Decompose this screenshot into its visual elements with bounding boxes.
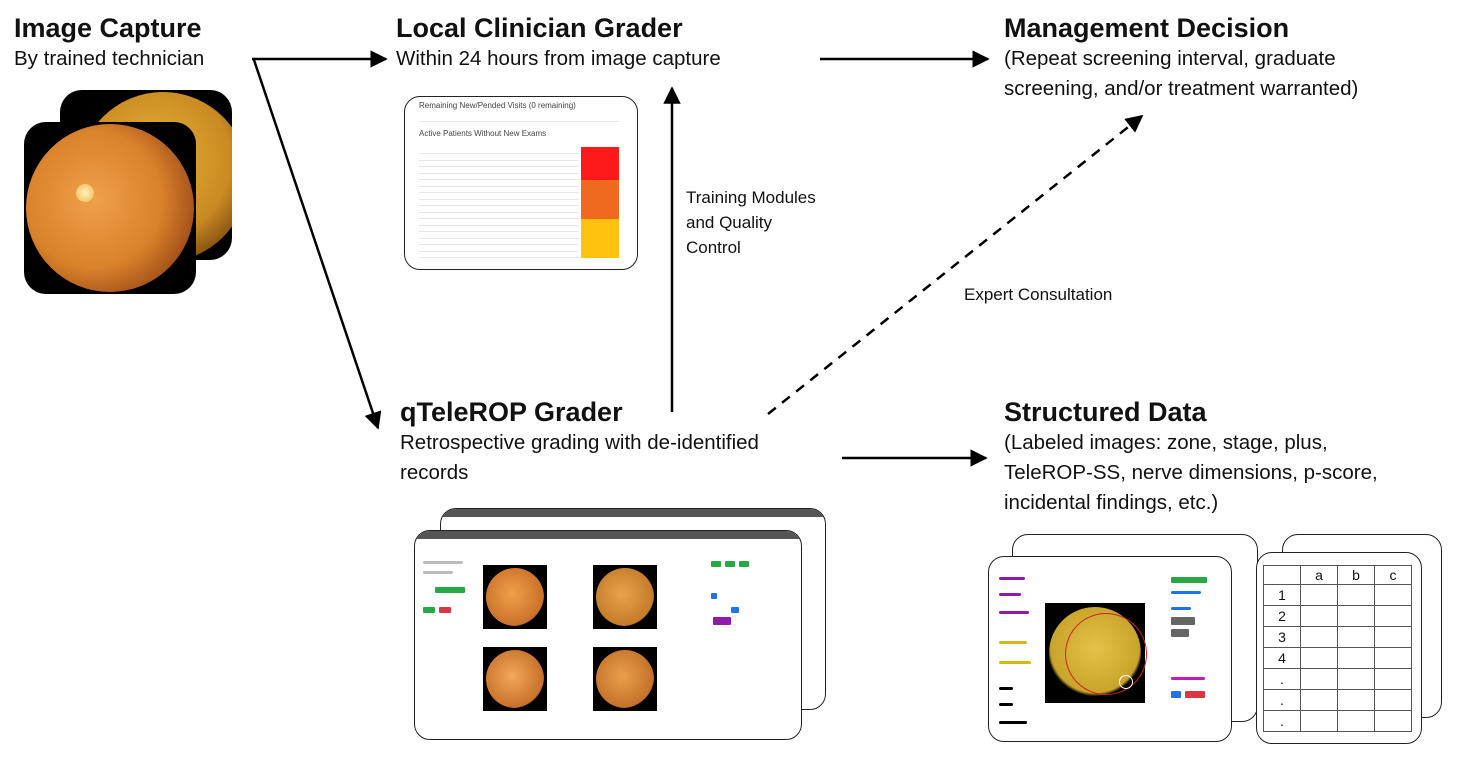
node-title: Local Clinician Grader: [396, 13, 683, 43]
dashboard-row: [419, 186, 579, 193]
severity-cell: [581, 173, 619, 180]
severity-cell: [581, 251, 619, 258]
dashboard-row: [419, 193, 579, 200]
node-title: Management Decision: [1004, 13, 1290, 43]
column-header: b: [1337, 565, 1375, 585]
row-header: 1: [1263, 584, 1301, 606]
node-image-capture: Image Capture By trained technician: [14, 12, 204, 74]
row-header: 4: [1263, 647, 1301, 669]
arrow-expert-consultation: [767, 114, 1144, 415]
node-management-decision: Management Decision (Repeat screening in…: [1004, 12, 1358, 104]
dashboard-row: [419, 180, 579, 187]
dashboard-row: [419, 238, 579, 245]
severity-cell: [581, 218, 619, 226]
node-title: qTeleROP Grader: [400, 397, 623, 427]
node-subtitle-line: incidental findings, etc.): [1004, 491, 1219, 514]
label-expert-consultation: Expert Consultation: [964, 285, 1113, 304]
severity-cell: [581, 225, 619, 232]
severity-cell: [581, 244, 619, 252]
severity-cell: [581, 192, 619, 200]
row-header: 3: [1263, 626, 1301, 648]
node-local-grader: Local Clinician Grader Within 24 hours f…: [396, 12, 721, 74]
dashboard-header-row: [419, 115, 619, 122]
label-training-modules: Training Modules and Quality Control: [686, 185, 816, 260]
severity-cell: [581, 147, 619, 154]
node-qtelerop-grader: qTeleROP Grader Retrospective grading wi…: [400, 396, 759, 488]
node-title: Structured Data: [1004, 397, 1207, 427]
dashboard-row: [419, 199, 579, 206]
dashboard-row: [419, 219, 579, 226]
dashboard-row: [419, 154, 579, 161]
severity-cell: [581, 231, 619, 239]
node-subtitle-line: (Labeled images: zone, stage, plus,: [1004, 431, 1328, 454]
annotator-screenshot-front: [988, 556, 1232, 742]
label-line: and Quality: [686, 213, 772, 232]
node-subtitle-line: (Repeat screening interval, graduate: [1004, 47, 1336, 70]
row-header: .: [1263, 689, 1301, 711]
dashboard-row: [419, 147, 579, 154]
dashboard-row: [419, 251, 579, 258]
dashboard-row: [419, 245, 579, 252]
thumb-fundus-3: [483, 647, 547, 711]
node-title: Image Capture: [14, 13, 202, 43]
node-structured-data: Structured Data (Labeled images: zone, s…: [1004, 396, 1378, 518]
severity-cell: [581, 199, 619, 206]
severity-cell: [581, 205, 619, 213]
severity-cell: [581, 179, 619, 187]
severity-cell: [581, 238, 619, 245]
label-line: Training Modules: [686, 188, 816, 207]
severity-cell: [581, 166, 619, 174]
dashboard-row: [419, 225, 579, 232]
column-header: a: [1300, 565, 1338, 585]
node-subtitle-line: TeleROP-SS, nerve dimensions, p-score,: [1004, 461, 1378, 484]
annotated-fundus: [1045, 603, 1147, 703]
dashboard-row: [419, 232, 579, 239]
row-header: 2: [1263, 605, 1301, 627]
spreadsheet-front: a b c 1 2 3 4 . . .: [1256, 552, 1422, 744]
arrow-capture-to-qtelerop: [252, 59, 382, 430]
severity-cell: [581, 186, 619, 193]
dashboard-row: [419, 160, 579, 167]
node-subtitle-line: screening, and/or treatment warranted): [1004, 77, 1359, 100]
dashboard-row: [419, 173, 579, 180]
label-line: Control: [686, 238, 741, 257]
node-subtitle: By trained technician: [14, 47, 205, 70]
thumb-fundus-2: [593, 565, 657, 629]
thumb-fundus-1: [483, 565, 547, 629]
node-subtitle: Within 24 hours from image capture: [396, 47, 721, 70]
dashboard-screenshot: Remaining New/Pended Visits (0 remaining…: [404, 96, 638, 270]
corner-cell: [1263, 565, 1301, 585]
severity-cell: [581, 153, 619, 161]
node-subtitle-line: Retrospective grading with de-identified: [400, 431, 759, 454]
node-subtitle-line: records: [400, 461, 469, 484]
thumb-fundus-4: [593, 647, 657, 711]
fundus-photo-front: [24, 122, 196, 294]
severity-cell: [581, 160, 619, 167]
row-header: .: [1263, 668, 1301, 690]
dashboard-row: [419, 212, 579, 219]
dashboard-section: Active Patients Without New Exams: [419, 129, 547, 138]
severity-cell: [581, 212, 619, 219]
column-header: c: [1374, 565, 1412, 585]
dashboard-row: [419, 206, 579, 213]
spreadsheet-table: a b c 1 2 3 4 . . .: [1263, 565, 1412, 732]
row-header: .: [1263, 710, 1301, 732]
dashboard-row: [419, 167, 579, 174]
dashboard-heading: Remaining New/Pended Visits (0 remaining…: [419, 101, 576, 110]
grader-screenshot-front: [414, 530, 802, 740]
